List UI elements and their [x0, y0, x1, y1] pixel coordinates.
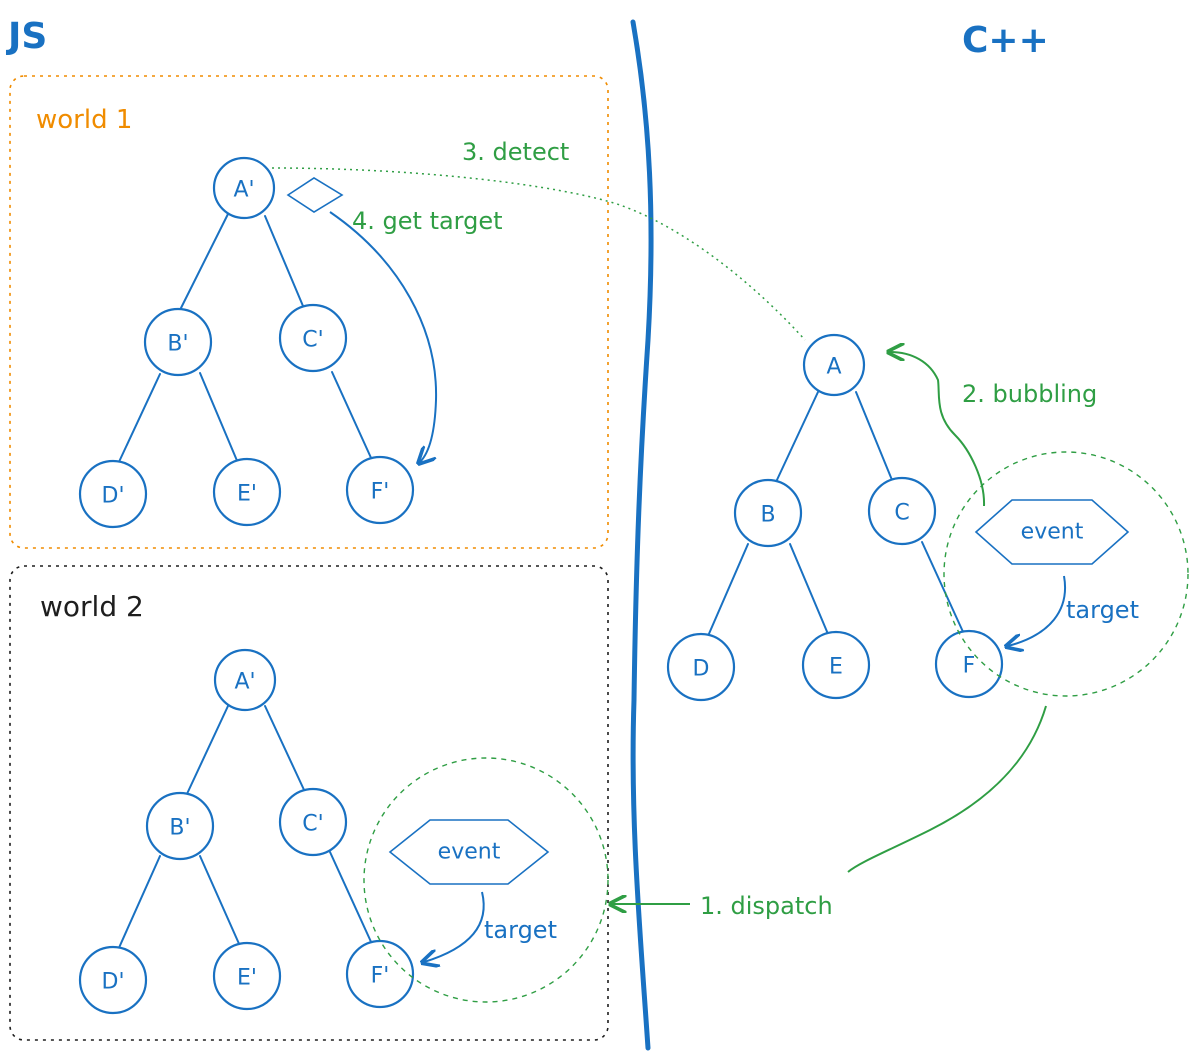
- edge-b-e-w2: [199, 855, 241, 947]
- edge-b-d-cpp: [707, 543, 749, 637]
- edge-a-c: [264, 215, 304, 307]
- detect-line: [271, 167, 806, 341]
- world-2-tree: A' B' C' D' E' F': [78, 648, 415, 1015]
- world-2-event-label: event: [438, 840, 501, 865]
- node-a-prime-w2: [213, 648, 277, 712]
- node-c-label: C: [894, 501, 909, 526]
- node-e-label: E: [829, 655, 843, 680]
- world-2-event-diamond: [388, 819, 550, 885]
- node-c-prime-w2-label: C': [302, 812, 323, 837]
- node-c-prime-label: C': [302, 328, 323, 353]
- cpp-tree: A B C D E F: [666, 333, 1004, 702]
- node-a-prime-label: A': [233, 178, 254, 203]
- node-b: [733, 478, 803, 548]
- edge-a-c-cpp: [855, 391, 893, 481]
- node-f-label: F: [963, 654, 976, 679]
- node-f-prime: [345, 455, 415, 525]
- empty-event-diamond: [286, 177, 344, 213]
- get-target-arrow: [329, 211, 438, 462]
- node-f-prime-w2-label: F': [371, 964, 390, 989]
- node-f-prime-label: F': [371, 480, 390, 505]
- step-detect-label: 3. detect: [462, 138, 569, 166]
- node-b-prime-w2-label: B': [169, 816, 190, 841]
- node-d-label: D: [693, 657, 710, 682]
- node-b-prime-w2: [145, 791, 215, 861]
- js-header: JS: [5, 16, 47, 57]
- node-d-prime-w2-label: D': [102, 970, 125, 995]
- edge-b-d-w2: [117, 855, 161, 951]
- node-f: [934, 629, 1004, 699]
- node-e-prime-w2: [212, 941, 282, 1011]
- edge-a-b-w2: [185, 705, 229, 797]
- cpp-target-label: target: [1066, 596, 1139, 624]
- step-dispatch-label: 1. dispatch: [700, 892, 833, 920]
- edge-c-f: [331, 371, 373, 461]
- cpp-target-arrow: [1008, 575, 1066, 646]
- node-a: [802, 333, 866, 397]
- edge-b-d: [117, 373, 161, 465]
- world-1-tree: A' B' C' D' E' F': [78, 156, 415, 529]
- node-b-prime-label: B': [167, 332, 188, 357]
- node-e: [801, 630, 871, 700]
- node-f-prime-w2: [345, 939, 415, 1009]
- step-bubbling-label: 2. bubbling: [962, 380, 1097, 408]
- cpp-event-diamond: [974, 499, 1130, 565]
- node-b-label: B: [760, 503, 775, 528]
- node-c-prime-w2: [278, 787, 348, 857]
- bubbling-arrow: [890, 352, 986, 507]
- dispatch-line: [847, 705, 1047, 873]
- world-2-box: [9, 565, 609, 1041]
- world-2-target-label: target: [484, 916, 557, 944]
- node-a-label: A: [826, 355, 841, 380]
- node-e-prime: [212, 457, 282, 527]
- world-2-target-arrow: [424, 891, 485, 962]
- edge-a-b-cpp: [775, 391, 819, 483]
- node-a-prime-w2-label: A': [234, 670, 255, 695]
- edge-a-c-w2: [264, 705, 306, 793]
- node-d: [666, 632, 736, 702]
- step-get-target-label: 4. get target: [352, 207, 503, 235]
- edge-c-f-w2: [329, 851, 373, 945]
- world-2-event-scope: [363, 757, 609, 1003]
- node-b-prime: [143, 307, 213, 377]
- node-c: [867, 476, 937, 546]
- node-e-prime-w2-label: E': [237, 966, 257, 991]
- node-d-prime-label: D': [102, 484, 125, 509]
- node-c-prime: [278, 303, 348, 373]
- edge-b-e-cpp: [789, 543, 829, 635]
- edge-c-f-cpp: [921, 541, 965, 635]
- world-2-label: world 2: [40, 590, 144, 623]
- world-1-label: world 1: [36, 105, 132, 135]
- edge-a-b: [179, 213, 229, 311]
- js-cpp-divider: [630, 19, 654, 1051]
- cpp-event-scope: [943, 451, 1189, 697]
- node-d-prime-w2: [78, 945, 148, 1015]
- node-d-prime: [78, 459, 148, 529]
- node-e-prime-label: E': [237, 482, 257, 507]
- node-a-prime: [212, 156, 276, 220]
- cpp-header: C++: [962, 20, 1049, 61]
- cpp-event-label: event: [1021, 520, 1084, 545]
- edge-b-e: [199, 372, 239, 464]
